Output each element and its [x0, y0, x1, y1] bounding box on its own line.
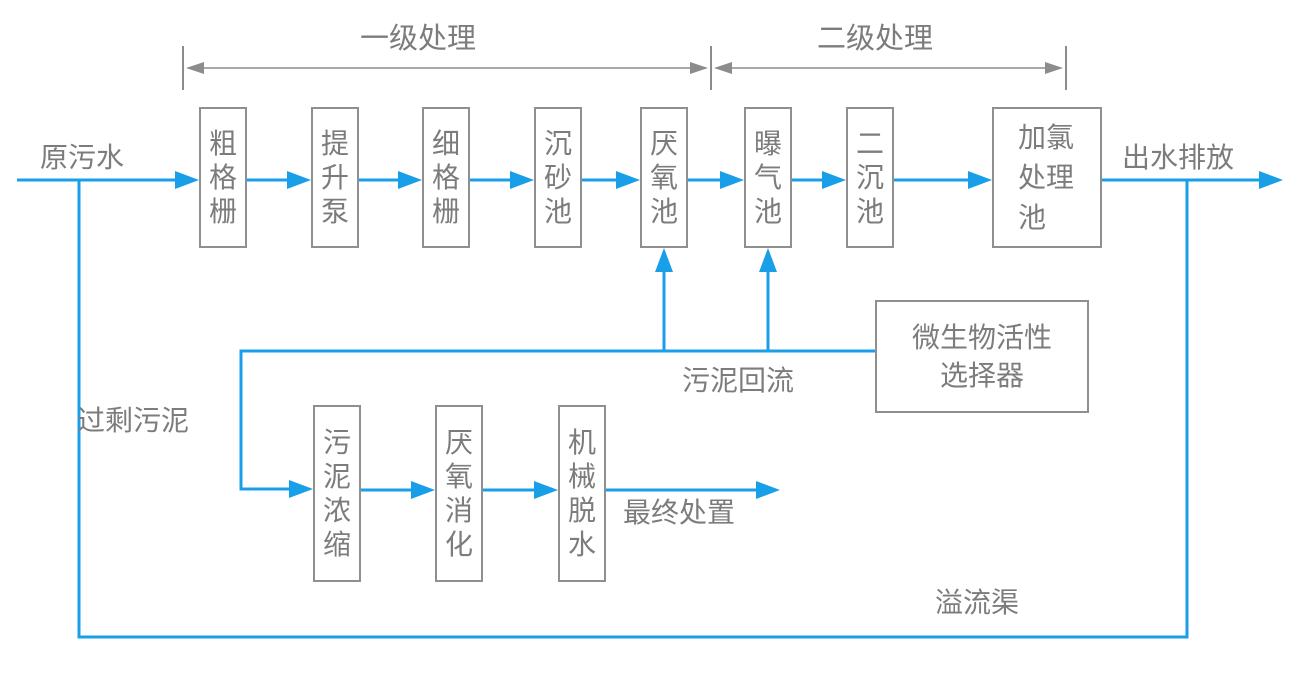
process-box-mechanical-dewatering: 机械脱水	[558, 405, 606, 582]
secondary-right-arrowhead-icon	[1045, 62, 1063, 74]
process-box-label: 粗格栅	[208, 127, 237, 227]
process-box-aeration-tank: 曝气池	[744, 107, 792, 248]
return-arrowhead-aeration-icon	[759, 248, 777, 272]
final-disposal-arrowhead-icon	[756, 481, 780, 499]
process-box-label: 厌氧池	[649, 127, 678, 227]
sludge-return-line	[239, 248, 875, 498]
flow-label-sludge-return: 污泥回流	[682, 365, 795, 396]
flow-arrowhead-icon	[510, 171, 534, 189]
main-flow-line	[17, 171, 1283, 189]
section-label-primary-treatment: 一级处理	[360, 23, 477, 55]
selector-label-line2: 选择器	[939, 359, 1024, 391]
flow-label-excess-sludge: 过剩污泥	[77, 405, 190, 436]
flow-label-overflow-channel: 溢流渠	[935, 587, 1020, 618]
flow-label-influent: 原污水	[40, 142, 125, 173]
section-bracket-annotations	[182, 46, 1067, 90]
process-box-label: 加氯处理池	[1018, 121, 1075, 233]
sludge-arrowhead-icon	[411, 481, 435, 499]
sludge-feed-arrowhead-icon	[289, 480, 313, 498]
process-box-label: 提升泵	[320, 127, 349, 227]
flow-arrowhead-icon	[968, 171, 992, 189]
process-box-label: 机械脱水	[567, 426, 596, 560]
process-box-label: 二沉池	[855, 127, 884, 227]
effluent-arrowhead-icon	[1259, 171, 1283, 189]
process-box-fine-screen: 细格栅	[422, 107, 470, 248]
process-box-sludge-thickening: 污泥浓缩	[313, 405, 361, 582]
selector-label-line1: 微生物活性	[911, 321, 1052, 353]
overflow-channel-line	[77, 180, 1189, 639]
process-box-label: 微生物活性 选择器	[912, 319, 1052, 395]
process-box-label: 厌氧消化	[444, 426, 473, 560]
process-box-microbial-activity-selector: 微生物活性 选择器	[875, 300, 1089, 413]
process-box-anaerobic-tank: 厌氧池	[640, 107, 688, 248]
process-box-label: 沉砂池	[543, 127, 572, 227]
flow-arrowhead-icon	[720, 171, 744, 189]
primary-right-arrowhead-icon	[690, 62, 708, 74]
primary-left-arrowhead-icon	[186, 62, 204, 74]
process-box-label: 细格栅	[431, 127, 460, 227]
sludge-treatment-line	[361, 481, 780, 499]
flow-arrowhead-icon	[398, 171, 422, 189]
overflow-channel-path	[77, 180, 1189, 639]
flow-arrowhead-icon	[616, 171, 640, 189]
process-box-chlorination-tank: 加氯处理池	[992, 107, 1102, 248]
sludge-return-path	[239, 349, 875, 491]
process-box-anaerobic-digestion: 厌氧消化	[435, 405, 483, 582]
section-label-secondary-treatment: 二级处理	[817, 23, 934, 55]
flow-label-final-disposal: 最终处置	[623, 497, 736, 528]
process-box-label: 曝气池	[753, 127, 782, 227]
process-box-lift-pump: 提升泵	[311, 107, 359, 248]
process-box-label: 污泥浓缩	[322, 426, 351, 560]
process-box-coarse-screen: 粗格栅	[199, 107, 247, 248]
flow-arrowhead-icon	[175, 171, 199, 189]
sludge-arrowhead-icon	[534, 481, 558, 499]
flow-arrowhead-icon	[822, 171, 846, 189]
process-box-grit-chamber: 沉砂池	[534, 107, 582, 248]
flow-label-effluent: 出水排放	[1122, 142, 1235, 173]
flow-arrowhead-icon	[287, 171, 311, 189]
secondary-left-arrowhead-icon	[714, 62, 732, 74]
process-box-secondary-clarifier: 二沉池	[846, 107, 894, 248]
return-arrowhead-anaerobic-icon	[655, 248, 673, 272]
